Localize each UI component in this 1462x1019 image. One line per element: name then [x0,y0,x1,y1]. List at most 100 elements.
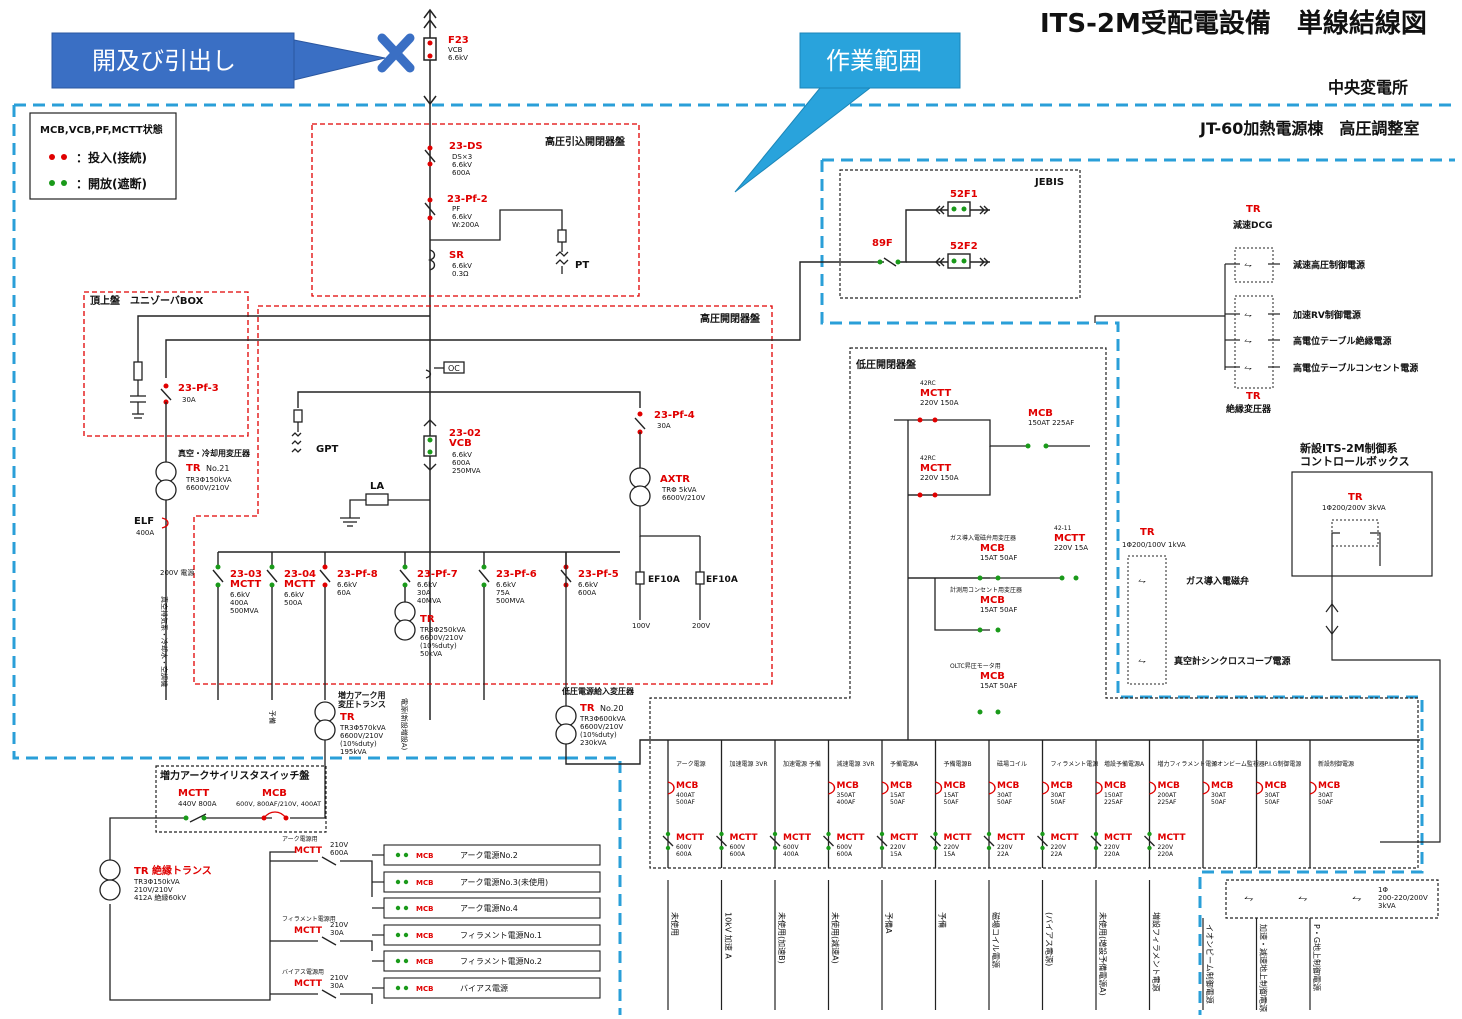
lv-feeder-mctt-spec: 220V [1158,844,1174,851]
callout-open-pull [51,32,386,89]
svg-text:⥊: ⥊ [1298,891,1308,905]
lv-feeder-mctt-symbol [876,835,888,847]
callout-work-area-text: 作業範囲 [826,47,922,75]
ctrl-tr-name: TR [1348,492,1363,503]
feeder-group: 23-03MCTT6.6kV400A500MVA23-04MCTT6.6kV50… [212,552,619,700]
lv-feeder-mctt-spec: 22A [997,851,1010,858]
yobi-label-1: 予備 [268,710,277,724]
building-label: JT-60加熱電源棟 高圧調整室 [1199,119,1419,138]
arc-output-box [383,950,601,972]
arc-group-spec: 30A [330,982,344,990]
mid-tr-load-0: ガス導入電磁弁 [1186,575,1249,587]
lv-feeder-contact [986,845,992,851]
lv-feeder-contact [1093,845,1099,851]
lv-upper-contact [932,417,938,423]
right-tr-load-1: 加速RV制御電源 [1292,309,1361,321]
sr-name: SR [449,250,464,261]
lv-feeder-mcb: MCB [1211,781,1234,791]
lv-feeder-bottom: 予備 [938,912,948,928]
right-tr-top-name: TR [1246,204,1261,215]
arc-output-mcb: MCB [416,932,433,940]
lv-feeder-mctt-spec: 220V [944,844,960,851]
axtr-spec1: TRΦ 5kVA [661,486,697,494]
tr20-spec4: 230kVA [580,739,607,747]
lv-upper-contact [917,417,923,423]
panel-hv-incoming [311,123,640,297]
tr-pf7-spec1: TR3Φ250kVA [419,626,466,634]
lv-feeder-bottom: イオンビーム制御電源 [1205,924,1215,1004]
lv-feeder-mctt-spec: 220V [1051,844,1067,851]
feeder-switch [266,569,278,583]
lv-feeder-mctt: MCTT [997,833,1026,843]
lv-upper-spec: 220V 150A [920,474,959,482]
lv-feeder-mcb: MCB [997,781,1020,791]
lv-feeder-bottom: 増設フィラメント電源 [1152,912,1162,992]
lv-feeder-mctt: MCTT [837,833,866,843]
pf4-spec: 30A [657,422,671,430]
lv-feeder-mctt-spec: 600V [837,844,853,851]
lv-feeder-mctt-spec: 600A [730,851,746,858]
lv-feeder-mctt: MCTT [783,833,812,843]
lv-feeder-contact [879,831,885,837]
lv-feeder-mcb-symbol [1095,781,1103,795]
lv-feeder-mcb-spec: 50AF [1051,799,1067,806]
lv-feeder-contact [772,845,778,851]
axtr-name: AXTR [660,474,690,485]
legend-box [29,112,177,200]
lv-feeder-label: 増設予備電源A [1104,760,1145,768]
lv-feeder-mcb-symbol [1149,781,1157,795]
thy-mctt: MCTT [178,788,209,799]
feeder-spec: 75A [496,589,510,597]
pf2-name: 23-Pf-2 [447,194,488,205]
tr20-no: No.20 [600,704,623,713]
arc-group-switch [321,989,337,999]
lv-feeder-mctt-symbol [1144,835,1155,847]
tr21-no: No.21 [206,464,229,473]
lv-feeder-contact [1147,845,1152,851]
right-tr-top-sub: 減速DCG [1233,219,1272,231]
lv-feeder-mcb-spec: 50AF [1318,799,1334,806]
lv-feeder-mctt-spec: 22A [1051,851,1064,858]
arc-group-wire [340,940,373,951]
lv-feeder-mctt-symbol [1090,835,1102,847]
lv-feeder-mcb: MCB [837,781,860,791]
tr-arc-title: 増力アーク用 [338,690,386,700]
elf-name: ELF [134,516,154,527]
open-pull-x-icon [377,33,415,73]
lv-feeder-label: イオンビーム監視器 [1211,760,1265,768]
new-control-label-2: コントロールボックス [1300,454,1410,468]
gpt-label: GPT [316,444,339,455]
lv-feeder-contact [719,845,724,851]
tr-arc-spec2: 6600V/210V [340,732,383,740]
lv-feeder-bottom: 10kV 加速 A [724,912,734,959]
right-tr-bottom-sub: 絶縁変圧器 [1226,403,1272,415]
lv-feeder-mcb-symbol [881,781,889,795]
tr21-title: 真空・冷却用変圧器 [178,448,251,458]
pf2-spec1: PF [452,205,460,213]
legend-open: ：開放(遮断) [76,176,147,191]
lv-feeder-mcb-spec: 50AF [997,799,1013,806]
tr-pf7-spec4: 50kVA [420,650,442,658]
feeder-contact [215,564,221,570]
feeder-name: 23-Pf-8 [337,569,378,580]
lv-feeder-label: 加速電源 3VR [730,760,768,768]
panel-lv-label: 低圧開閉器盤 [855,358,917,371]
lv-feeder-mctt-symbol [930,835,941,847]
tr-pf7-spec2: 6600V/210V [420,634,463,642]
right-tr-load-0: 減速高圧制御電源 [1293,259,1365,271]
lv-feeder-mcb-spec: 15AT [944,792,959,799]
lv-feeder-mcb: MCB [890,781,913,791]
lv-feeder-mctt-spec: 220A [1158,851,1174,858]
lv-feeder-contact [1093,831,1099,837]
lv-feeder-label: 減速電源 3VR [837,760,875,768]
svg-text:⥊: ⥊ [1244,363,1252,374]
new-control-box [1291,471,1433,577]
lv-feeder-mcb-spec: 225AF [1104,799,1124,806]
tr21-spec1: TR3Φ150kVA [185,476,232,484]
pf2-spec3: W:200A [452,221,479,229]
lv-feeder-mcb-spec: 350AT [837,792,856,799]
lv-upper-contact [995,627,1001,633]
panel-hv-switchgear-label: 高圧開閉器盤 [700,312,761,325]
